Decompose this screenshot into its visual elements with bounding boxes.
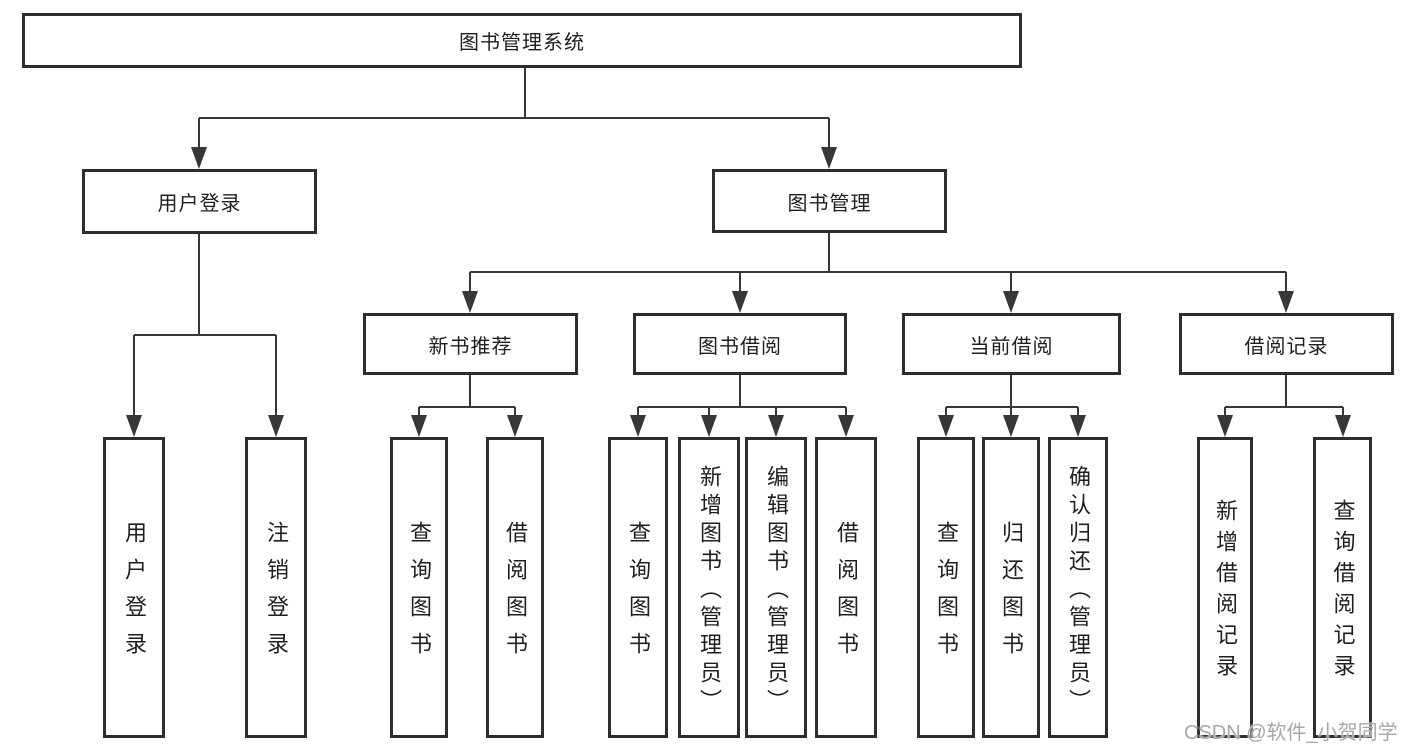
leaf-label: 新增借阅记录: [1213, 499, 1238, 685]
leaf-label: 借阅图书: [834, 521, 859, 669]
node-current-borrowing: 当前借阅: [902, 313, 1121, 375]
leaf-query-borrow-record: 查询借阅记录: [1313, 437, 1372, 738]
leaf-label: 查询图书: [626, 521, 651, 669]
leaf-user-login: 用户登录: [103, 437, 165, 738]
node-borrowing-records: 借阅记录: [1179, 313, 1394, 375]
leaf-query-books-recommend: 查询图书: [390, 437, 448, 738]
node-label: 图书管理系统: [459, 32, 585, 54]
leaf-label: 注销登录: [264, 521, 289, 669]
leaf-label: 查询图书: [934, 521, 959, 669]
node-label: 当前借阅: [969, 335, 1054, 358]
leaf-borrow-books-recommend: 借阅图书: [486, 437, 544, 738]
leaf-label: 编辑图书（管理员）: [764, 464, 789, 717]
leaf-edit-books-admin: 编辑图书（管理员）: [745, 437, 807, 738]
leaf-label: 查询图书: [407, 521, 432, 669]
node-book-borrowing: 图书借阅: [633, 313, 847, 375]
node-label: 图书借阅: [698, 335, 782, 358]
leaf-logout: 注销登录: [245, 437, 307, 738]
leaf-label: 确认归还（管理员）: [1066, 464, 1091, 717]
leaf-label: 借阅图书: [503, 521, 528, 669]
leaf-add-borrow-record: 新增借阅记录: [1197, 437, 1253, 738]
leaf-return-books: 归还图书: [982, 437, 1040, 738]
leaf-borrow-books: 借阅图书: [815, 437, 877, 738]
leaf-query-books-borrowing: 查询图书: [608, 437, 668, 738]
node-label: 新书推荐: [428, 335, 513, 358]
leaf-label: 用户登录: [122, 521, 147, 669]
node-label: 借阅记录: [1244, 335, 1329, 358]
node-user-login: 用户登录: [82, 169, 317, 234]
leaf-label: 查询借阅记录: [1330, 499, 1356, 685]
leaf-confirm-return-admin: 确认归还（管理员）: [1048, 437, 1108, 738]
node-book-management: 图书管理: [712, 169, 947, 233]
node-library-management-system: 图书管理系统: [22, 13, 1022, 68]
leaf-label: 归还图书: [999, 521, 1024, 669]
node-new-book-recommend: 新书推荐: [363, 313, 578, 375]
node-label: 图书管理: [787, 192, 872, 215]
node-label: 用户登录: [157, 193, 242, 215]
leaf-query-books-current: 查询图书: [917, 437, 975, 738]
leaf-label: 新增图书（管理员）: [697, 464, 722, 717]
leaf-add-books-admin: 新增图书（管理员）: [678, 437, 740, 738]
csdn-watermark: CSDN @软件_小贺同学: [1184, 722, 1398, 744]
